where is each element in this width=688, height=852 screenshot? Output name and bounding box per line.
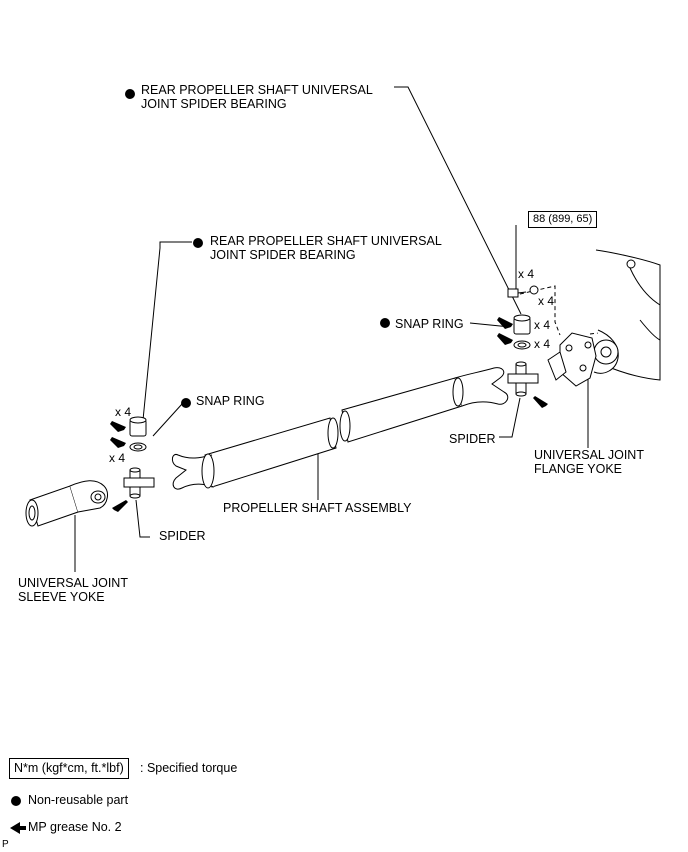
nut-body xyxy=(626,259,636,269)
label-propeller-shaft: PROPELLER SHAFT ASSEMBLY xyxy=(223,501,412,515)
qty-right-snap: x 4 xyxy=(534,337,551,351)
arrow-left-spider-icon xyxy=(112,500,128,512)
legend-arrow-icon xyxy=(10,822,26,834)
torque-value-box: 88 (899, 65) xyxy=(528,211,598,228)
arrow-right-bearing-icon xyxy=(497,317,513,329)
snap-ring-left xyxy=(129,442,147,452)
sleeve-yoke xyxy=(25,480,108,527)
label-spider-right: SPIDER xyxy=(449,432,496,446)
qty-right-bolt: x 4 xyxy=(518,267,535,281)
label-snap-ring-left: SNAP RING xyxy=(196,394,265,408)
legend-non-reusable: Non-reusable part xyxy=(28,793,129,807)
arrow-right-spider-icon xyxy=(533,396,548,408)
leader-left-snap xyxy=(152,403,183,437)
leader-mid-bearing xyxy=(142,241,192,421)
arrow-left-snap-icon xyxy=(110,437,126,448)
qty-right-bearing: x 4 xyxy=(534,318,551,332)
label-sleeve-yoke-1: UNIVERSAL JOINT xyxy=(18,576,128,590)
arrow-left-bearing-icon xyxy=(110,421,126,432)
non-reusable-dot-icon xyxy=(181,398,191,408)
legend-torque-box: N*m (kgf*cm, ft.*lbf) xyxy=(9,758,129,779)
non-reusable-dot-icon xyxy=(380,318,390,328)
label-rear-bearing-top-1: REAR PROPELLER SHAFT UNIVERSAL xyxy=(141,83,373,97)
bearing-left xyxy=(129,416,147,437)
qty-left-bearing: x 4 xyxy=(115,405,132,419)
legend-dot-icon xyxy=(11,796,21,806)
qty-left-snap: x 4 xyxy=(109,451,126,465)
label-rear-bearing-mid-1: REAR PROPELLER SHAFT UNIVERSAL xyxy=(210,234,442,248)
legend-torque-desc: : Specified torque xyxy=(140,761,238,775)
leader-top-bearing xyxy=(394,86,522,315)
flange-yoke xyxy=(547,332,597,387)
qty-right-nut: x 4 xyxy=(538,294,555,308)
legend-grease: MP grease No. 2 xyxy=(28,820,122,834)
arrow-right-snap-icon xyxy=(497,333,513,345)
grease-arrows xyxy=(110,317,548,512)
leader-left-spider xyxy=(135,499,150,538)
label-sleeve-yoke-2: SLEEVE YOKE xyxy=(18,590,105,604)
non-reusable-dot-icon xyxy=(193,238,203,248)
differential-housing xyxy=(593,249,661,381)
bearing-right xyxy=(513,314,531,335)
label-rear-bearing-mid-2: JOINT SPIDER BEARING xyxy=(210,248,356,262)
label-snap-ring-right: SNAP RING xyxy=(395,317,464,331)
label-spider-left: SPIDER xyxy=(159,529,206,543)
leader-right-spider xyxy=(499,397,521,438)
label-flange-yoke-2: FLANGE YOKE xyxy=(534,462,622,476)
snap-ring-right xyxy=(513,340,531,350)
bolt-right xyxy=(507,288,527,298)
spider-left xyxy=(123,467,155,499)
spider-right xyxy=(507,361,539,397)
label-flange-yoke-1: UNIVERSAL JOINT xyxy=(534,448,644,462)
corner-mark: P xyxy=(2,839,9,850)
propeller-shaft-body xyxy=(171,367,509,490)
label-rear-bearing-top-2: JOINT SPIDER BEARING xyxy=(141,97,287,111)
non-reusable-dot-icon xyxy=(125,89,135,99)
nut-right xyxy=(529,285,539,295)
